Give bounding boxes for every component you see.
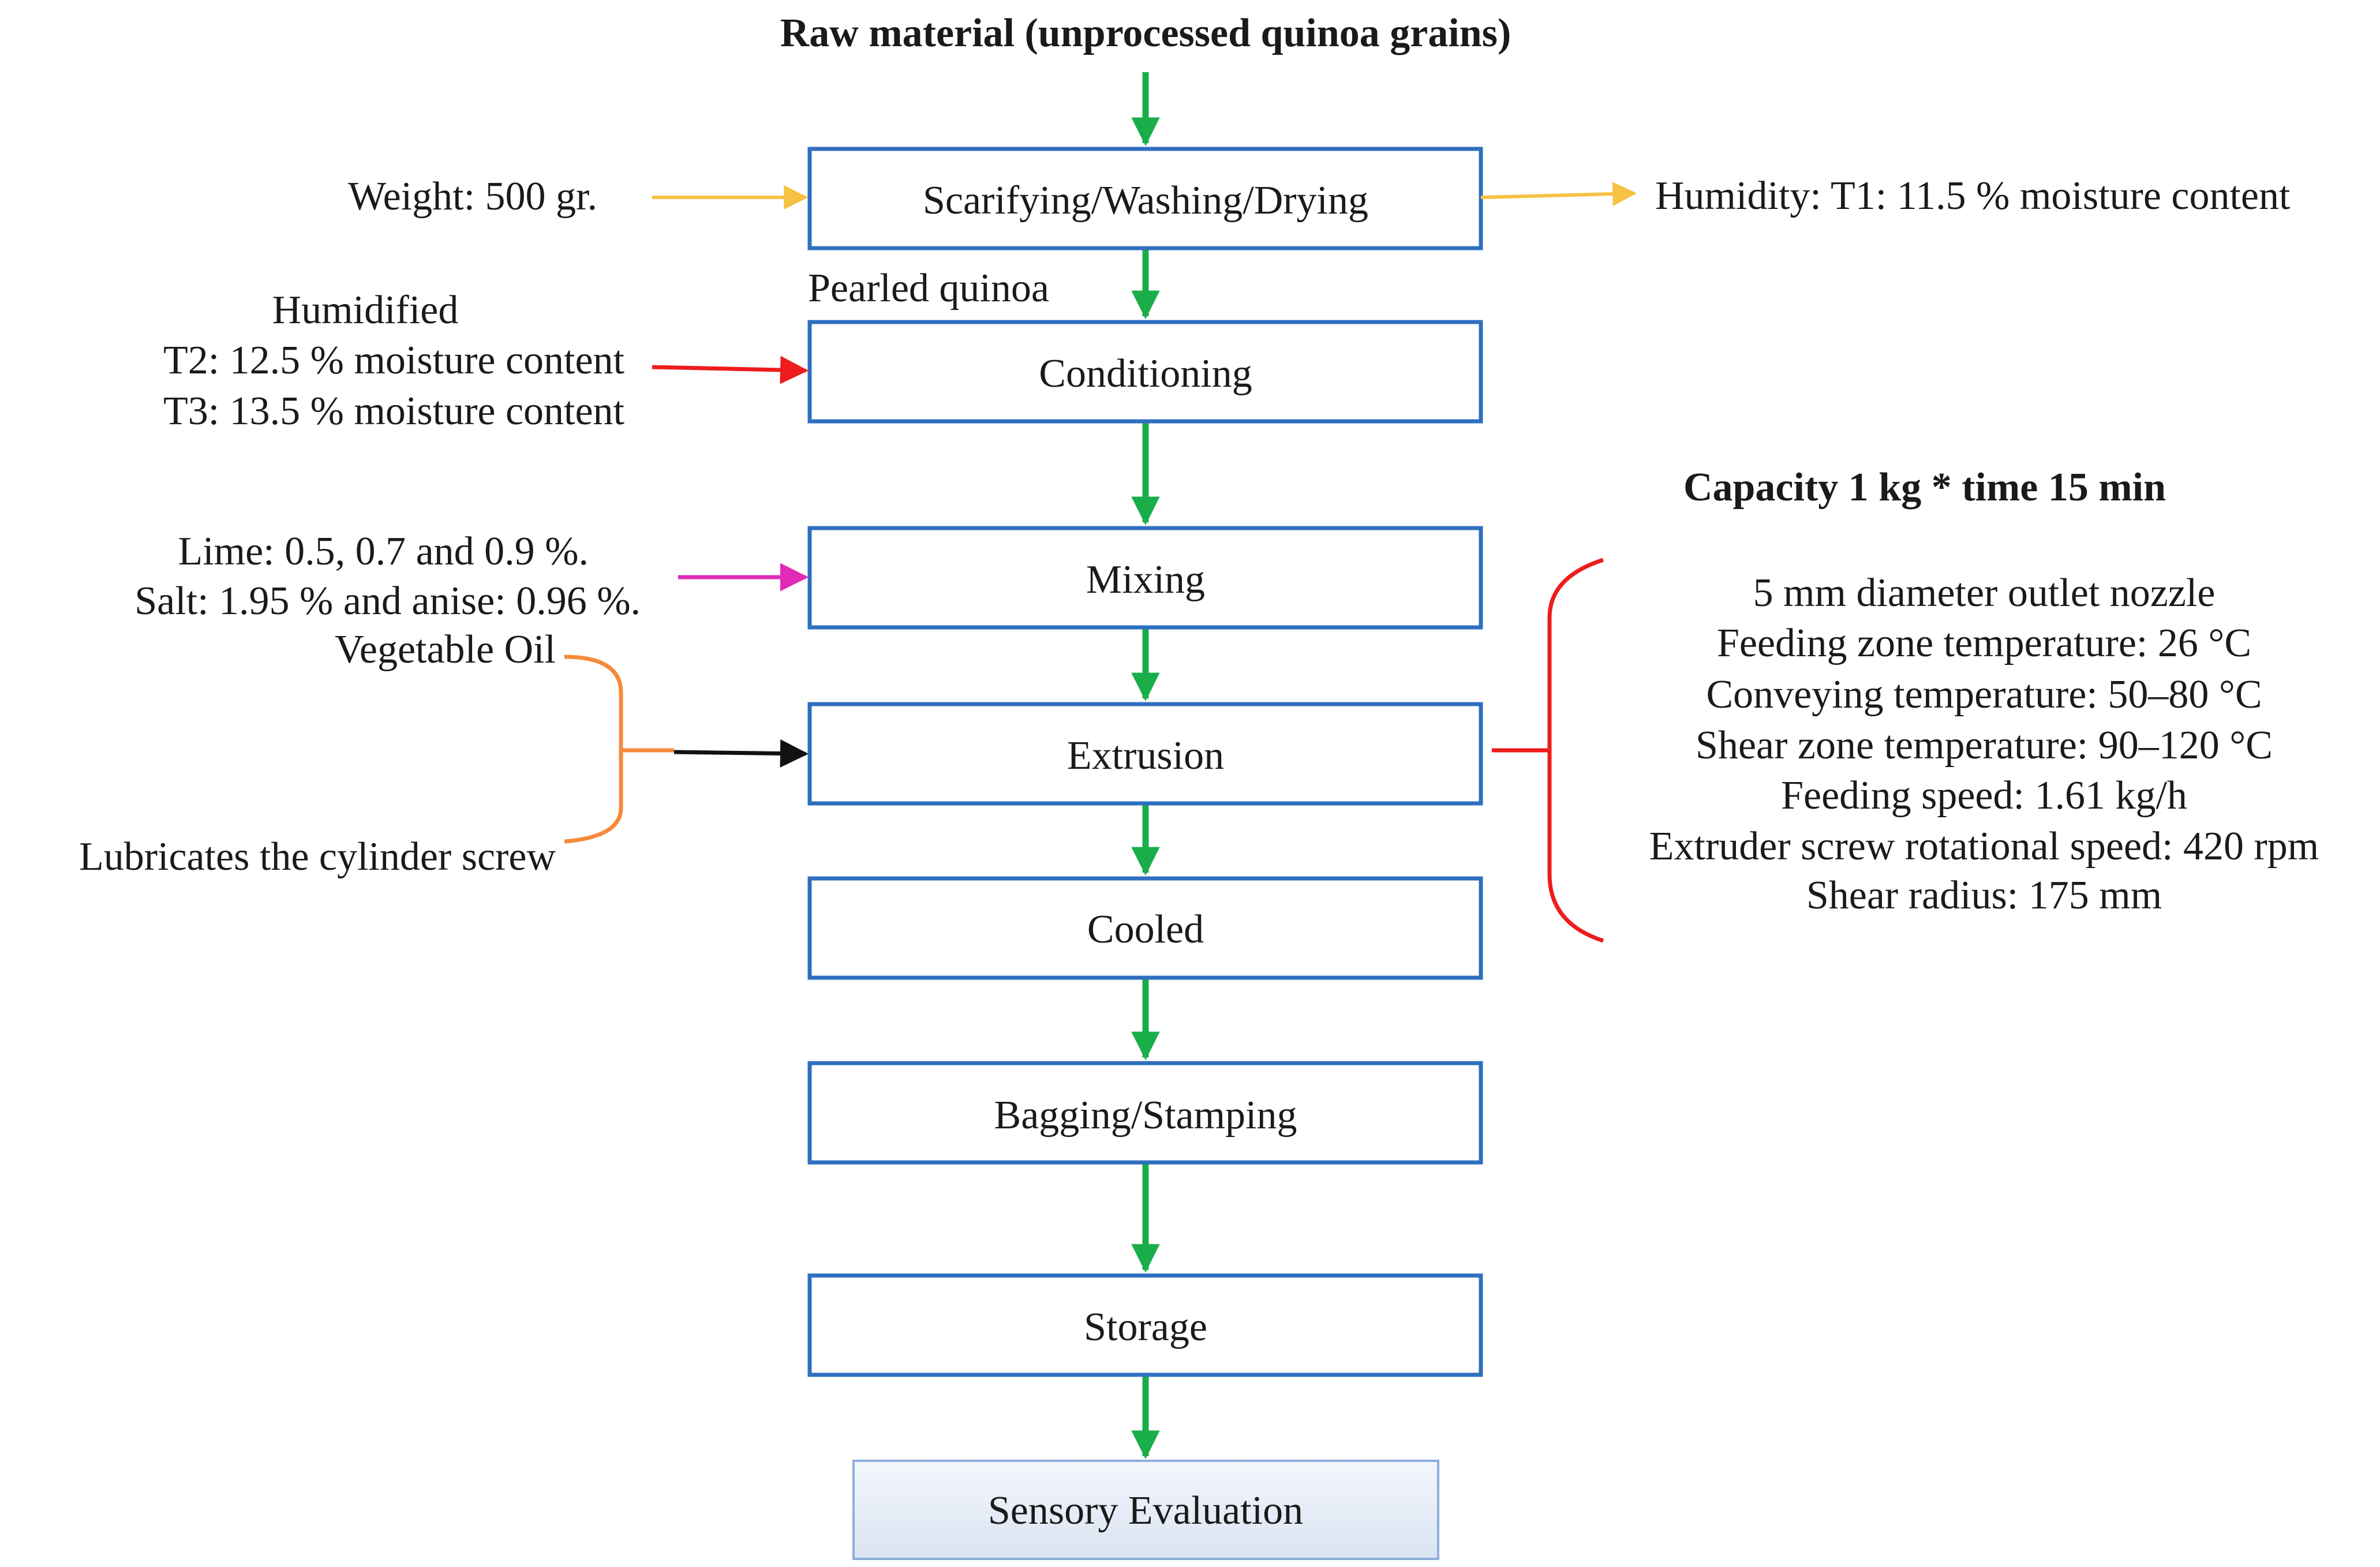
step-label: Cooled: [1087, 907, 1204, 952]
humidified-t2: T2: 12.5 % moisture content: [163, 338, 625, 383]
step-box: [852, 1460, 1439, 1560]
step-cooled: Cooled: [807, 876, 1483, 980]
step-label: Extrusion: [1067, 734, 1224, 778]
step-label: Mixing: [1086, 558, 1205, 602]
step-scarifying: Scarifying/Washing/Drying: [807, 147, 1483, 250]
extrusion-parameters-list: 5 mm diameter outlet nozzle Feeding zone…: [1649, 571, 2319, 918]
weight-note: Weight: 500 gr.: [348, 174, 597, 219]
humidity-arrow: [1480, 182, 1637, 206]
param-line: Extruder screw rotational speed: 420 rpm: [1649, 824, 2319, 869]
step-mixing: Mixing: [807, 526, 1483, 630]
step-label: Scarifying/Washing/Drying: [923, 178, 1368, 223]
param-line: Shear zone temperature: 90–120 °C: [1696, 723, 2273, 768]
pearled-quinoa-label: Pearled quinoa: [808, 266, 1049, 311]
step-conditioning: Conditioning: [807, 320, 1483, 424]
humidity-t1-note: Humidity: T1: 11.5 % moisture content: [1655, 174, 2291, 218]
step-box: [807, 876, 1483, 980]
capacity-heading: Capacity 1 kg * time 15 min: [1683, 465, 2166, 510]
step-box: [807, 702, 1483, 806]
step-box: [807, 526, 1483, 630]
param-line: 5 mm diameter outlet nozzle: [1753, 571, 2216, 615]
mixing-inputs-note: Lime: 0.5, 0.7 and 0.9 %. Salt: 1.95 % a…: [134, 529, 641, 623]
step-label: Sensory Evaluation: [988, 1489, 1303, 1533]
param-line: Feeding speed: 1.61 kg/h: [1781, 773, 2187, 818]
param-line: Conveying temperature: 50–80 °C: [1706, 672, 2262, 717]
vegetable-oil-label: Vegetable Oil: [335, 627, 556, 672]
step-box: [807, 1273, 1483, 1377]
step-box: [807, 1061, 1483, 1165]
lime-note: Lime: 0.5, 0.7 and 0.9 %.: [178, 529, 589, 574]
step-label: Conditioning: [1039, 351, 1252, 396]
step-box: [807, 147, 1483, 250]
step-box: [807, 320, 1483, 424]
step-label: Bagging/Stamping: [994, 1093, 1297, 1138]
diagram-title: Raw material (unprocessed quinoa grains): [780, 11, 1511, 55]
oil-brace: [564, 655, 674, 844]
params-brace: [1492, 558, 1604, 943]
lubricates-label: Lubricates the cylinder screw: [79, 835, 556, 879]
param-line: Shear radius: 175 mm: [1806, 873, 2162, 918]
step-sensory-evaluation: Sensory Evaluation: [852, 1460, 1439, 1560]
oil-arrow: [673, 739, 809, 768]
humidified-note: Humidified T2: 12.5 % moisture content T…: [163, 288, 625, 433]
param-line: Feeding zone temperature: 26 °C: [1717, 621, 2251, 665]
humidified-t3: T3: 13.5 % moisture content: [163, 389, 625, 433]
salt-anise-note: Salt: 1.95 % and anise: 0.96 %.: [134, 579, 641, 623]
step-bagging: Bagging/Stamping: [807, 1061, 1483, 1165]
step-extrusion: Extrusion: [807, 702, 1483, 806]
humidified-arrow: [652, 356, 809, 384]
humidified-heading: Humidified: [272, 288, 459, 332]
step-label: Storage: [1084, 1305, 1207, 1349]
step-storage: Storage: [807, 1273, 1483, 1377]
